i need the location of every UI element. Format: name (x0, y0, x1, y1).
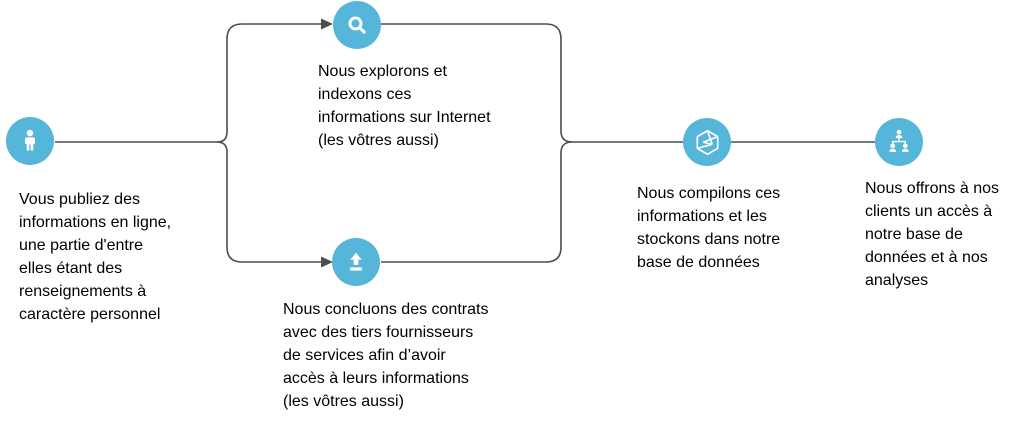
connector-split-to-contracts (216, 141, 321, 263)
node-contracts-label: Nous concluons des contrats avec des tie… (283, 301, 489, 410)
node-contracts (332, 238, 380, 286)
connector-explore-to-merge (381, 23, 573, 143)
search-icon (344, 12, 370, 38)
person-icon (17, 128, 43, 154)
upload-icon (343, 249, 369, 275)
node-compile (683, 118, 731, 166)
node-explore-label: Nous explorons et indexons ces informati… (318, 63, 491, 149)
node-offer (875, 118, 923, 166)
node-publish (6, 117, 54, 165)
org-chart-icon (884, 127, 914, 157)
arrowhead-explore (321, 18, 333, 30)
arrowhead-contracts (321, 256, 333, 268)
connector-split-to-explore (216, 23, 321, 143)
connector-contracts-to-merge (381, 141, 573, 263)
node-explore (333, 1, 381, 49)
node-compile-label: Nous compilons ces informations et les s… (637, 185, 781, 271)
node-offer-label: Nous offrons à nos clients un accès à no… (865, 180, 1000, 289)
node-publish-label: Vous publiez des informations en ligne, … (19, 191, 172, 323)
hexagon-icon (692, 127, 723, 158)
